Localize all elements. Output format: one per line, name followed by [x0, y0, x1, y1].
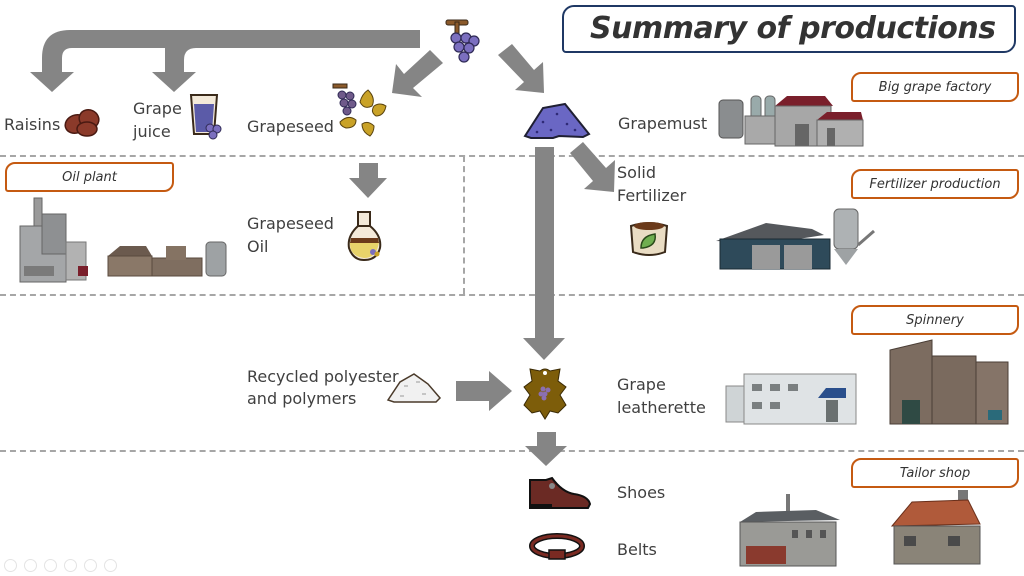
juice-glass-icon — [189, 94, 222, 140]
arrow-to-grapemust — [498, 44, 544, 93]
page-title: Summary of productions — [590, 11, 996, 46]
big-grape-factory-tag: Big grape factory — [851, 72, 1019, 102]
arrow-to-oil — [349, 163, 387, 198]
polyester-label-line1: Recycled polyester — [247, 367, 399, 386]
spinnery-brick-building — [889, 339, 1009, 425]
belts-label: Belts — [617, 540, 657, 559]
next-icon[interactable] — [24, 559, 37, 572]
tailor-shop-house-2 — [890, 490, 981, 565]
leatherette-label-line1: Grape — [617, 375, 666, 394]
big-grape-factory-building — [718, 95, 864, 147]
spinnery-white-building — [725, 373, 857, 425]
arrow-to-shoes — [525, 432, 567, 466]
arrow-to-juice — [152, 48, 196, 92]
divider-row2 — [0, 294, 1024, 296]
more-icon[interactable] — [104, 559, 117, 572]
title-box: Summary of productions — [562, 5, 1016, 53]
raisins-label: Raisins — [4, 115, 61, 134]
arrow-to-grapeseed — [392, 50, 443, 97]
pen-icon[interactable] — [44, 559, 57, 572]
polyester-pile-icon — [386, 373, 442, 403]
oil-storage-building — [107, 241, 227, 277]
oil-plant-label: Oil plant — [62, 169, 117, 185]
oil-flask-icon — [347, 211, 382, 262]
polyester-label-line2: and polymers — [247, 389, 357, 408]
divider-row3 — [0, 450, 1024, 452]
arrow-polyester-to-leatherette — [456, 371, 512, 411]
slides-icon[interactable] — [64, 559, 77, 572]
solid-fertilizer-label-line2: Fertilizer — [617, 186, 687, 205]
grape-bunch-icon — [445, 19, 480, 63]
grapemust-label: Grapemust — [618, 114, 708, 133]
shoe-icon — [529, 476, 592, 509]
spinnery-tag: Spinnery — [851, 305, 1019, 335]
shoes-label: Shoes — [617, 483, 666, 502]
tailor-shop-house-1 — [739, 494, 840, 567]
grape-juice-label-line1: Grape — [133, 99, 182, 118]
grapeseed-oil-label-line2: Oil — [247, 237, 269, 256]
leatherette-label-line2: leatherette — [617, 398, 706, 417]
fertilizer-production-tag: Fertilizer production — [851, 169, 1019, 199]
leather-hide-icon — [523, 368, 567, 420]
tailor-shop-label: Tailor shop — [899, 465, 971, 481]
fertilizer-sack-icon — [629, 222, 669, 256]
raisins-icon — [64, 109, 100, 137]
big-grape-factory-label: Big grape factory — [878, 79, 992, 95]
solid-fertilizer-label-line1: Solid — [617, 163, 656, 182]
grapeseed-oil-label-line1: Grapeseed — [247, 214, 334, 233]
divider-oil-section — [463, 156, 465, 294]
fertilizer-production-building — [716, 208, 875, 270]
arrow-to-leatherette — [523, 147, 565, 360]
grapemust-pile-icon — [523, 102, 591, 139]
tailor-shop-tag: Tailor shop — [851, 458, 1019, 488]
oil-plant-building — [19, 197, 88, 283]
zoom-icon[interactable] — [84, 559, 97, 572]
arrow-to-raisins — [30, 30, 420, 92]
fertilizer-production-label: Fertilizer production — [869, 176, 1001, 192]
spinnery-label: Spinnery — [906, 312, 964, 328]
belt-icon — [529, 533, 585, 560]
divider-row1 — [0, 155, 1024, 157]
previous-icon[interactable] — [4, 559, 17, 572]
arrow-to-fertilizer — [570, 142, 615, 192]
grape-juice-label-line2: juice — [133, 122, 171, 141]
grapeseed-icon — [332, 83, 387, 137]
oil-plant-tag: Oil plant — [5, 162, 174, 192]
grapeseed-label: Grapeseed — [247, 117, 334, 136]
